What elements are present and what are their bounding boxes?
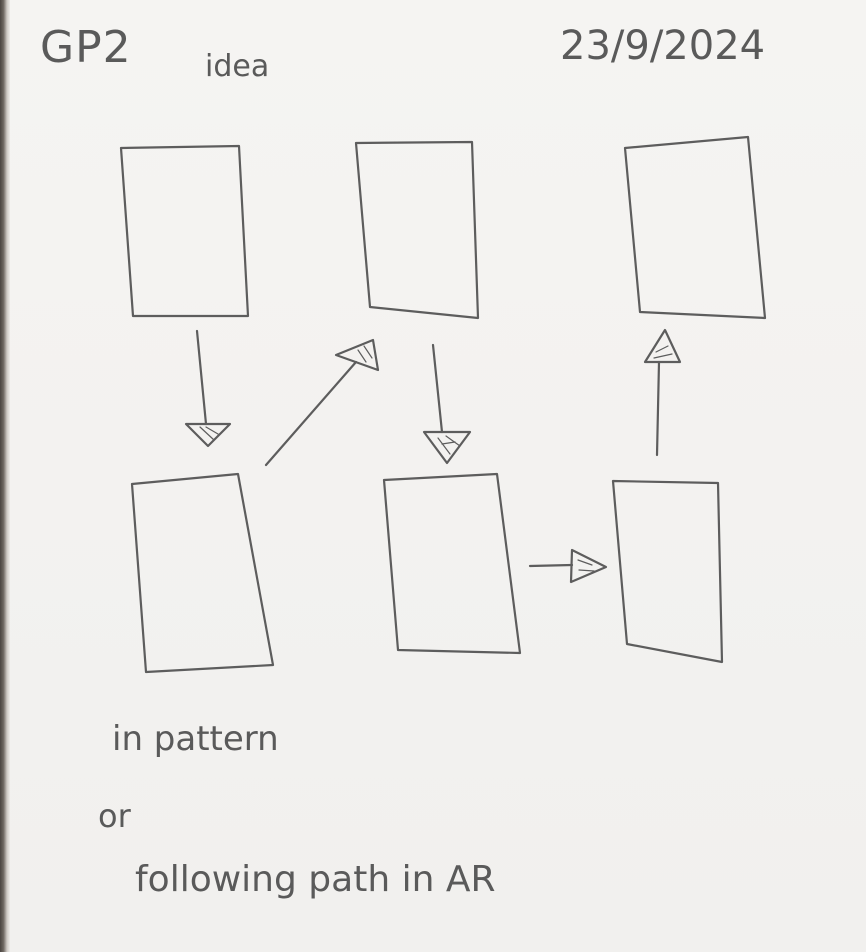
arrow-up-diagonal bbox=[264, 338, 380, 467]
screen-box-bottom-1 bbox=[130, 472, 275, 674]
arrow-up bbox=[643, 328, 682, 457]
page-title: GP2 bbox=[40, 22, 132, 73]
note-or: or bbox=[98, 797, 131, 835]
arrow-right bbox=[528, 548, 608, 584]
screen-box-bottom-2 bbox=[382, 472, 522, 655]
arrow-down-2 bbox=[422, 343, 472, 465]
arrow-down-1 bbox=[184, 329, 232, 448]
screen-box-top-1 bbox=[119, 144, 250, 318]
screen-box-top-2 bbox=[354, 140, 480, 320]
note-following-path: following path in AR bbox=[135, 859, 496, 900]
screen-box-top-3 bbox=[623, 135, 767, 320]
screen-box-bottom-3 bbox=[611, 479, 724, 664]
page-subtitle: idea bbox=[205, 49, 270, 84]
notebook-binding-edge bbox=[0, 0, 10, 952]
page-date: 23/9/2024 bbox=[560, 23, 766, 69]
note-in-pattern: in pattern bbox=[112, 719, 279, 759]
